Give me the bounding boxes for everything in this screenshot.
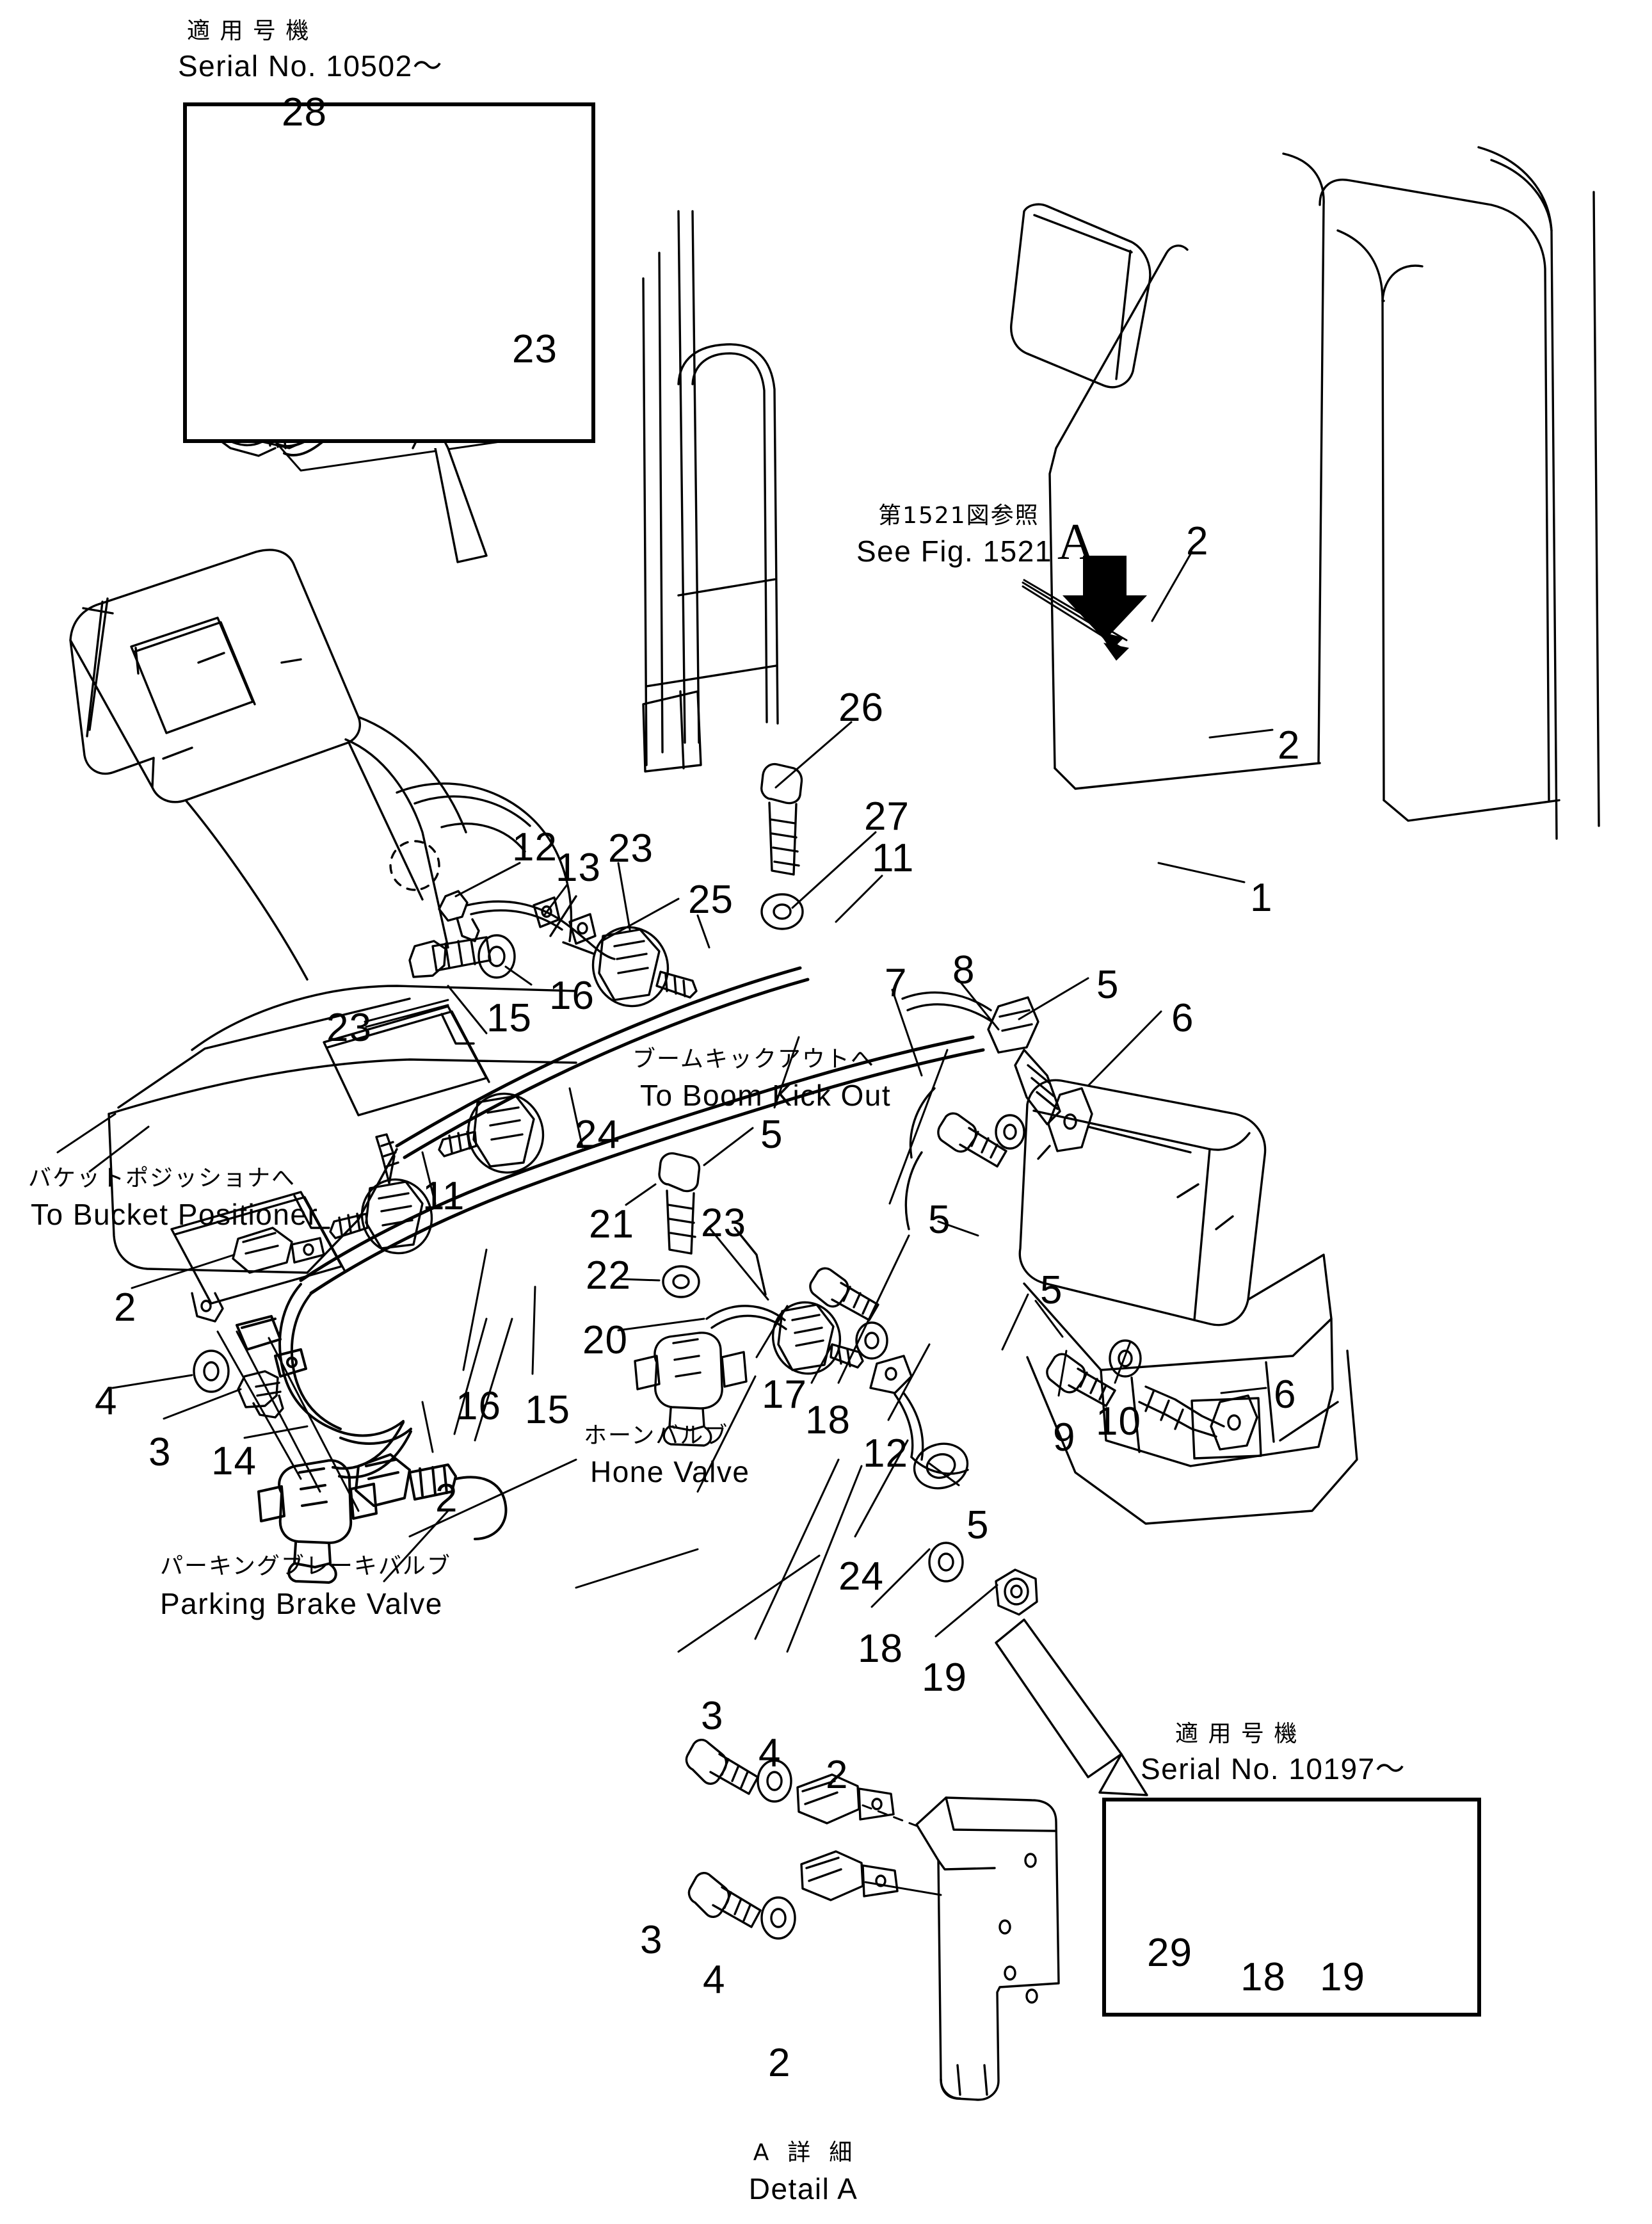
callout-15: 15	[486, 996, 532, 1040]
callout-24: 24	[838, 1554, 884, 1599]
callout-18: 18	[858, 1627, 903, 1671]
callout-5: 5	[760, 1113, 783, 1157]
callout-23: 23	[326, 1006, 372, 1050]
callout-7: 7	[885, 961, 908, 1005]
left-hood-box	[69, 549, 467, 981]
callout-3: 3	[148, 1430, 172, 1474]
see-fig-arrowheads	[1098, 631, 1129, 661]
callout-1: 1	[1250, 876, 1273, 920]
detail-a-marker: A	[1057, 514, 1095, 570]
callout-10: 10	[1096, 1399, 1141, 1444]
callout-22: 22	[586, 1253, 631, 1298]
inset-bottom-right-heading-en: Serial No. 10197～	[1141, 1752, 1406, 1785]
inset-top-left-frame	[183, 102, 595, 443]
callout-6: 6	[1171, 996, 1194, 1040]
callout-2: 2	[435, 1476, 458, 1520]
callout-4: 4	[95, 1379, 118, 1423]
inset-bottom-right-heading-jp: 適 用 号 機	[1175, 1721, 1299, 1747]
detail-a-caption-jp: A 詳 細	[753, 2139, 854, 2166]
callout-5: 5	[1040, 1268, 1063, 1312]
callout-14: 14	[211, 1439, 257, 1483]
inset-top-left-heading-en: Serial No. 10502～	[178, 49, 444, 83]
horn-valve-label-en: Hone Valve	[590, 1455, 750, 1488]
callout-inset-19: 19	[1320, 1955, 1365, 1999]
callout-inset-29: 29	[1147, 1931, 1192, 1975]
parking-brake-valve-label-en: Parking Brake Valve	[160, 1587, 443, 1620]
callout-19: 19	[922, 1656, 967, 1700]
cover-plates	[170, 1005, 490, 1323]
callout-3: 3	[640, 1918, 663, 1962]
callout-25: 25	[688, 878, 734, 922]
callout-28: 28	[282, 90, 327, 134]
callout-inset-18: 18	[1240, 1955, 1286, 1999]
callout-4: 4	[758, 1731, 782, 1775]
see-fig-label-en: See Fig. 1521	[856, 535, 1052, 568]
callout-3: 3	[701, 1694, 724, 1738]
see-fig-arrows	[1022, 579, 1128, 649]
left-hardware	[193, 1227, 325, 1419]
detail-a-caption-en: Detail A	[748, 2172, 858, 2205]
callout-2: 2	[768, 2041, 791, 2085]
callout-2: 2	[826, 1753, 849, 1797]
callout-5: 5	[966, 1503, 990, 1547]
cab-window-frame	[1010, 146, 1600, 840]
callout-11: 11	[872, 836, 915, 880]
detail-a-exploded	[685, 1739, 1060, 2101]
callout-16: 16	[456, 1384, 501, 1428]
callout-20: 20	[582, 1318, 628, 1362]
callout-26: 26	[838, 686, 884, 730]
right-hardware-upper	[901, 991, 1093, 1230]
see-fig-label-jp: 第1521図参照	[878, 503, 1039, 529]
callout-16: 16	[549, 974, 595, 1018]
boom-kick-out-label-jp: ブームキックアウトへ	[632, 1046, 875, 1072]
bucket-positioner-label-en: To Bucket Positioner	[31, 1198, 319, 1231]
horn-valve-label-jp: ホーンバルブ	[584, 1422, 729, 1449]
inset-bottom-right-frame	[1102, 1798, 1481, 2017]
callout-2: 2	[1278, 723, 1301, 768]
callout-23: 23	[608, 826, 654, 871]
callout-21: 21	[589, 1202, 634, 1246]
left-hose-branch	[236, 1283, 508, 1584]
callout-27: 27	[864, 794, 910, 839]
callout-12: 12	[512, 825, 557, 869]
callout-6: 6	[1274, 1373, 1297, 1417]
callout-8: 8	[952, 948, 975, 992]
callout-5: 5	[928, 1198, 951, 1242]
callout-inset-23: 23	[512, 327, 557, 371]
callout-23: 23	[701, 1201, 746, 1245]
callout-15: 15	[525, 1388, 570, 1432]
callout-18: 18	[805, 1398, 851, 1442]
inset-top-left-heading-jp: 適 用 号 機	[187, 18, 310, 44]
top-bolt-washer	[760, 762, 804, 930]
callout-5: 5	[1096, 963, 1119, 1007]
bucket-positioner-label-jp: バケットポジッショナへ	[28, 1165, 296, 1191]
callout-2: 2	[114, 1285, 137, 1330]
callout-9: 9	[1053, 1415, 1076, 1460]
callout-4: 4	[703, 1958, 726, 2002]
boom-kick-out-label-en: To Boom Kick Out	[640, 1079, 892, 1112]
callout-24: 24	[575, 1113, 620, 1157]
callout-17: 17	[762, 1373, 807, 1417]
callout-11: 11	[422, 1174, 465, 1218]
cab-structure	[642, 210, 779, 773]
callout-13: 13	[556, 846, 601, 890]
callout-2: 2	[1186, 519, 1209, 563]
main-harness	[299, 966, 985, 1295]
parking-brake-valve-label-jp: パーキングブレーキバルブ	[160, 1553, 451, 1579]
callout-12: 12	[863, 1431, 908, 1476]
